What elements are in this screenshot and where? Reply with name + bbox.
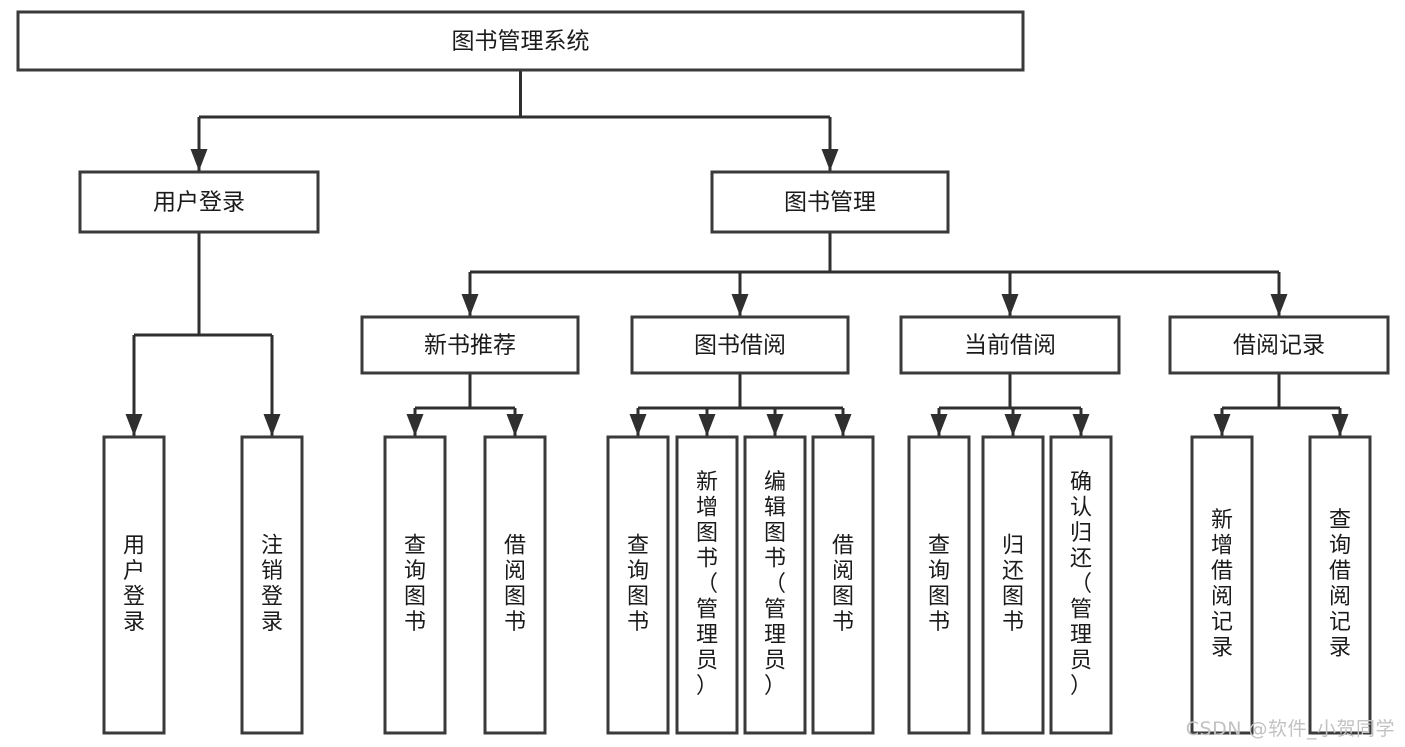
node-leaf-l2-3-1[interactable]: 查询借阅记录	[1308, 435, 1372, 735]
node-leaf-l2-3-1-label: 查询借阅记录	[1329, 508, 1351, 661]
arrow-head-icon	[1072, 414, 1090, 436]
arrow-head-icon	[263, 414, 281, 436]
node-leaf-l2-3-0-rect[interactable]	[1190, 435, 1254, 735]
node-level1-1-rect[interactable]	[710, 170, 950, 234]
node-level1-1[interactable]: 图书管理	[710, 170, 950, 234]
node-level2-0[interactable]: 新书推荐	[360, 315, 580, 375]
node-leaf-l2-1-3-rect[interactable]	[811, 435, 875, 735]
arrow-head-icon	[506, 414, 524, 436]
node-leaf-l2-0-1-rect[interactable]	[483, 435, 547, 735]
arrow-head-icon	[629, 414, 647, 436]
node-图书管理系统-root[interactable]: 图书管理系统	[16, 10, 1025, 72]
node-leaf-l1-0-0[interactable]: 用户登录	[102, 435, 166, 735]
arrow-head-icon	[930, 414, 948, 436]
arrow-head-icon	[461, 294, 479, 316]
node-leaf-l1-0-1-label: 注销登录	[261, 534, 283, 636]
node-leaf-l2-3-0-label: 新增借阅记录	[1211, 508, 1233, 661]
node-level2-1-rect[interactable]	[630, 315, 850, 375]
node-leaf-l2-1-1-rect[interactable]	[675, 435, 739, 735]
node-leaf-l2-3-1-rect[interactable]	[1308, 435, 1372, 735]
node-leaf-l2-2-0-label: 查询图书	[928, 534, 950, 636]
arrow-head-icon	[1213, 414, 1231, 436]
node-level1-0[interactable]: 用户登录	[78, 170, 320, 234]
node-leaf-l2-2-0[interactable]: 查询图书	[907, 435, 971, 735]
node-leaf-l2-1-0[interactable]: 查询图书	[606, 435, 670, 735]
node-leaf-l2-2-1-label: 归还图书	[1002, 534, 1024, 636]
arrow-head-icon	[1331, 414, 1349, 436]
node-leaf-l2-0-0[interactable]: 查询图书	[383, 435, 447, 735]
node-level2-2-label: 当前借阅	[964, 333, 1056, 359]
csdn-watermark: CSDN @软件_小贺同学	[1185, 718, 1395, 740]
node-level2-0-rect[interactable]	[360, 315, 580, 375]
node-leaf-l2-1-3-label: 借阅图书	[832, 534, 854, 636]
node-layer: 图书管理系统用户登录图书管理用户登录注销登录新书推荐图书借阅当前借阅借阅记录查询…	[16, 10, 1390, 735]
node-leaf-l2-1-3[interactable]: 借阅图书	[811, 435, 875, 735]
node-leaf-l2-2-1-rect[interactable]	[981, 435, 1045, 735]
node-leaf-l2-0-0-rect[interactable]	[383, 435, 447, 735]
node-level1-1-label: 图书管理	[784, 190, 876, 216]
node-leaf-l2-2-0-rect[interactable]	[907, 435, 971, 735]
node-leaf-l2-1-0-rect[interactable]	[606, 435, 670, 735]
node-leaf-l2-1-2[interactable]: 编辑图书（管理员）	[743, 435, 807, 735]
node-leaf-l1-0-1-rect[interactable]	[240, 435, 304, 735]
node-level1-0-rect[interactable]	[78, 170, 320, 234]
node-level2-2[interactable]: 当前借阅	[899, 315, 1121, 375]
node-leaf-l2-1-0-label: 查询图书	[627, 534, 649, 636]
node-level2-0-label: 新书推荐	[424, 333, 516, 359]
node-leaf-l2-1-2-rect[interactable]	[743, 435, 807, 735]
node-leaf-l1-0-1[interactable]: 注销登录	[240, 435, 304, 735]
arrow-head-icon	[766, 414, 784, 436]
arrow-head-icon	[190, 149, 208, 171]
node-leaf-l2-0-1-label: 借阅图书	[504, 534, 526, 636]
arrow-head-icon	[1004, 414, 1022, 436]
node-leaf-l2-0-0-label: 查询图书	[404, 534, 426, 636]
arrow-head-icon	[834, 414, 852, 436]
node-leaf-l1-0-0-label: 用户登录	[123, 534, 145, 636]
node-图书管理系统-root-rect[interactable]	[16, 10, 1025, 72]
node-level1-0-label: 用户登录	[153, 190, 245, 216]
node-leaf-l2-2-2-label: 确认归还（管理员）	[1070, 470, 1092, 699]
node-level2-3-rect[interactable]	[1168, 315, 1390, 375]
arrow-head-icon	[406, 414, 424, 436]
node-leaf-l1-0-0-rect[interactable]	[102, 435, 166, 735]
node-leaf-l2-1-1-label: 新增图书（管理员）	[696, 470, 718, 699]
connector-layer	[125, 70, 1349, 436]
node-leaf-l2-1-1[interactable]: 新增图书（管理员）	[675, 435, 739, 735]
node-leaf-l2-2-2[interactable]: 确认归还（管理员）	[1049, 435, 1113, 735]
node-level2-3[interactable]: 借阅记录	[1168, 315, 1390, 375]
node-leaf-l2-0-1[interactable]: 借阅图书	[483, 435, 547, 735]
node-leaf-l2-3-0[interactable]: 新增借阅记录	[1190, 435, 1254, 735]
arrow-head-icon	[821, 149, 839, 171]
node-图书管理系统-root-label: 图书管理系统	[452, 29, 590, 55]
node-level2-1[interactable]: 图书借阅	[630, 315, 850, 375]
node-level2-1-label: 图书借阅	[694, 333, 786, 359]
node-level2-2-rect[interactable]	[899, 315, 1121, 375]
node-leaf-l2-1-2-label: 编辑图书（管理员）	[764, 470, 786, 699]
arrow-head-icon	[1270, 294, 1288, 316]
node-leaf-l2-2-2-rect[interactable]	[1049, 435, 1113, 735]
arrow-head-icon	[125, 414, 143, 436]
arrow-head-icon	[1001, 294, 1019, 316]
arrow-head-icon	[731, 294, 749, 316]
arrow-head-icon	[698, 414, 716, 436]
node-leaf-l2-2-1[interactable]: 归还图书	[981, 435, 1045, 735]
node-level2-3-label: 借阅记录	[1233, 333, 1325, 359]
